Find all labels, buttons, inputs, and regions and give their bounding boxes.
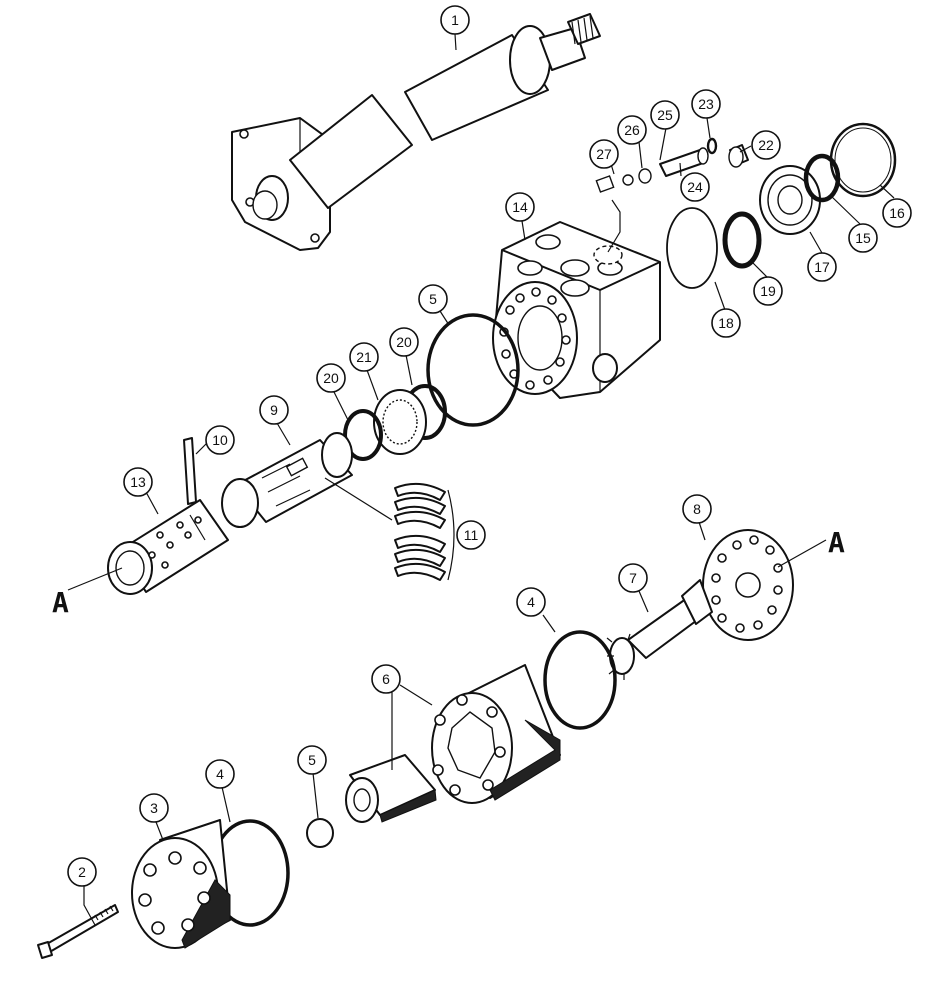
callout-4-lower: 4 (205, 759, 235, 789)
drive-shaft (606, 579, 713, 680)
callout-20-upper-label: 20 (396, 334, 412, 350)
callout-27-label: 27 (596, 146, 612, 162)
spacer-plate (702, 529, 794, 641)
reference-letter-a-left: A (52, 586, 69, 619)
callout-11-label: 11 (464, 527, 479, 543)
callout-20-lower: 20 (316, 363, 346, 393)
callout-21: 21 (349, 342, 379, 372)
callout-5-upper-label: 5 (429, 291, 437, 307)
spool-sleeve-assembly (107, 432, 455, 595)
callout-14-label: 14 (512, 199, 528, 215)
callout-19-label: 19 (760, 283, 776, 299)
callout-3-label: 3 (150, 800, 158, 816)
callout-27: 27 (589, 139, 619, 169)
callout-21-label: 21 (356, 349, 372, 365)
callout-3: 3 (139, 793, 169, 823)
callout-8: 8 (682, 494, 712, 524)
callout-17-label: 17 (814, 259, 830, 275)
housing-seals-cap (666, 122, 897, 289)
callout-2: 2 (67, 857, 97, 887)
callout-6-label: 6 (382, 671, 390, 687)
callout-18-label: 18 (718, 315, 734, 331)
callout-23: 23 (691, 89, 721, 119)
callout-4-upper: 4 (516, 587, 546, 617)
callout-7-label: 7 (629, 570, 637, 586)
steering-column-shaft (231, 13, 601, 251)
callout-4-lower-label: 4 (216, 766, 224, 782)
callout-9: 9 (259, 395, 289, 425)
callout-25: 25 (650, 100, 680, 130)
thrust-bearing-set (343, 313, 520, 461)
callout-8-label: 8 (693, 501, 701, 517)
callout-18: 18 (711, 308, 741, 338)
callout-13-label: 13 (130, 474, 146, 490)
callout-22: 22 (751, 130, 781, 160)
callout-13: 13 (123, 467, 153, 497)
callout-10-label: 10 (212, 432, 228, 448)
callout-19: 19 (753, 276, 783, 306)
leader-lines (67, 33, 895, 926)
callout-22-label: 22 (758, 137, 774, 153)
callout-4-upper-label: 4 (527, 594, 535, 610)
callout-15: 15 (848, 223, 878, 253)
reference-letter-a-right: A (828, 526, 845, 559)
callout-15-label: 15 (855, 230, 871, 246)
callout-5-lower: 5 (297, 745, 327, 775)
callout-6: 6 (371, 664, 401, 694)
callout-16: 16 (882, 198, 912, 228)
callout-5-lower-label: 5 (308, 752, 316, 768)
callout-11: 11 (456, 520, 486, 550)
relief-valve-parts (595, 137, 749, 253)
callout-20-lower-label: 20 (323, 370, 339, 386)
callout-1-label: 1 (451, 12, 459, 28)
callout-2-label: 2 (78, 864, 86, 880)
callout-10: 10 (205, 425, 235, 455)
callout-26-label: 26 (624, 122, 640, 138)
callout-1: 1 (440, 5, 470, 35)
callout-17: 17 (807, 252, 837, 282)
gerotor-set (345, 664, 561, 823)
gerotor-o-ring-upper (543, 630, 617, 730)
end-cap (131, 819, 231, 949)
callout-23-label: 23 (698, 96, 714, 112)
callout-25-label: 25 (657, 107, 673, 123)
callout-5-upper: 5 (418, 284, 448, 314)
callout-26: 26 (617, 115, 647, 145)
callout-24-label: 24 (687, 179, 703, 195)
callout-9-label: 9 (270, 402, 278, 418)
plug (306, 818, 334, 848)
callout-16-label: 16 (889, 205, 905, 221)
callout-14: 14 (505, 192, 535, 222)
callout-7: 7 (618, 563, 648, 593)
cap-screw (37, 904, 119, 959)
callout-20-upper: 20 (389, 327, 419, 357)
callout-24: 24 (680, 172, 710, 202)
valve-housing (492, 221, 661, 399)
